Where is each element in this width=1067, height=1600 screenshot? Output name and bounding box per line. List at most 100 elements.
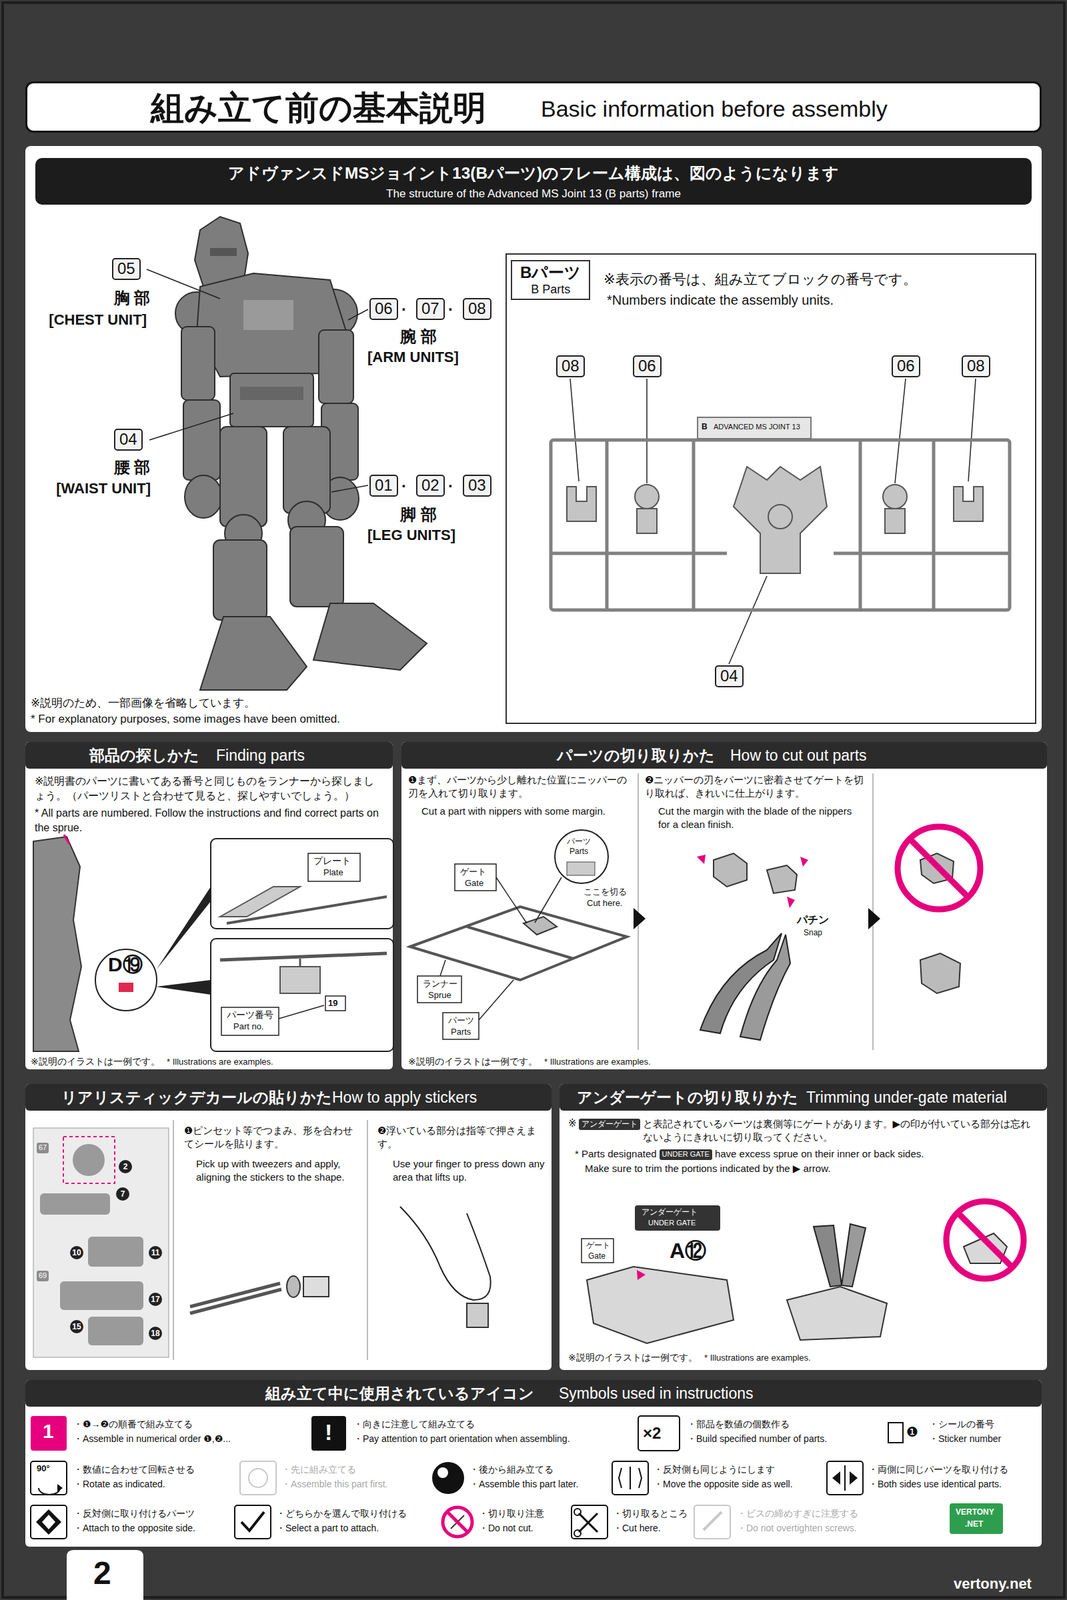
callout-number: 06 xyxy=(632,355,662,378)
watermark-logo: .NET xyxy=(964,1519,983,1530)
symbol-text: ・どちらかを選んで取り付ける xyxy=(276,1508,407,1521)
symbol-text: ・Assemble this part later. xyxy=(469,1479,579,1492)
sound-effect: パチン xyxy=(796,913,829,927)
callout-text: Cut here. xyxy=(586,898,623,909)
node-text: Bパーツ xyxy=(520,263,581,283)
step-text: ❷浮いている部分は指等で押さえます。 xyxy=(377,1124,548,1151)
callout-number: 02 xyxy=(416,474,445,497)
symbol-text: ・Rotate as indicated. xyxy=(73,1479,166,1492)
symbol-text: ・両側に同じパーツを取り付ける xyxy=(868,1464,1009,1477)
step-text: Cut a part with nippers with some margin… xyxy=(421,804,635,819)
symbol-text: ・反対側に取り付けるパーツ xyxy=(73,1508,195,1521)
under-gate-badge: アンダーゲート xyxy=(641,1207,698,1218)
callout-number: 08 xyxy=(961,355,991,378)
symbol-text: ・後から組み立てる xyxy=(469,1464,554,1477)
node-text: 04 xyxy=(119,430,138,450)
node-text: 組み立て前の基本説明 xyxy=(150,90,487,127)
callout-text: Sprue xyxy=(428,990,452,1001)
node-text: Trimming under-gate material xyxy=(806,1089,1007,1108)
sticker-number: 7 xyxy=(116,1187,130,1202)
unit-name: [CHEST UNIT] xyxy=(13,310,147,330)
note: * Illustrations are examples. xyxy=(544,1056,651,1068)
callout-text: パーツ xyxy=(448,1015,475,1027)
node-text: リアリスティックデカールの貼りかた xyxy=(61,1089,333,1108)
sticker-sheet-number: 69 xyxy=(36,1271,49,1282)
node-text: 06 xyxy=(638,356,657,377)
callout-number: 03 xyxy=(462,474,492,497)
callout-number: 06 xyxy=(891,355,921,378)
callout-text: ランナー xyxy=(422,978,458,990)
symbol-text: ・Assemble in numerical order ❶,❷... xyxy=(73,1433,231,1446)
node-text: How to cut out parts xyxy=(730,746,867,766)
part-number: 19 xyxy=(328,998,338,1009)
sticker-sheet-number: 67 xyxy=(36,1143,49,1154)
separator-dot: · xyxy=(448,299,454,320)
callout-number: 08 xyxy=(462,298,492,321)
symbol-text: ・Attach to the opposite side. xyxy=(73,1523,196,1536)
symbol-text: ・部品を数値の個数作る xyxy=(686,1419,790,1432)
unit-name: [LEG UNITS] xyxy=(367,526,456,545)
icon-mark: 90° xyxy=(36,1463,51,1475)
node-text: * All parts are numbered. Follow the ins… xyxy=(34,806,385,835)
under-gate-badge: アンダーゲート xyxy=(578,1119,641,1131)
note: と表記されているパーツは裏側等にゲートがあります。▶の印が付いている部分は忘れな… xyxy=(642,1117,1037,1144)
separator-dot: · xyxy=(401,476,407,497)
node-text: 組み立て中に使用されているアイコン xyxy=(265,1385,535,1404)
node-text: 07 xyxy=(421,299,440,319)
part-number: D⑲ xyxy=(108,952,143,978)
node-text: B Parts xyxy=(520,282,581,298)
callout-number: 01 xyxy=(369,474,399,497)
symbol-text: ・Do not overtighten screws. xyxy=(736,1523,857,1536)
note: * Parts designated xyxy=(574,1148,657,1162)
callout-text: Parts xyxy=(569,846,589,857)
note: ※説明のため、一部画像を省略しています。 xyxy=(30,696,256,711)
symbol-text: ・Build specified number of parts. xyxy=(686,1433,827,1446)
node-text: Finding parts xyxy=(216,746,305,766)
note: ※説明のイラストは一例です。 xyxy=(568,1352,698,1365)
title-box: 組み立て前の基本説明Basic information before assem… xyxy=(25,81,1042,133)
note: Make sure to trim the portions indicated… xyxy=(584,1163,831,1176)
icon-mark: 1 xyxy=(42,1419,55,1445)
unit-name: 腕 部 xyxy=(400,326,437,347)
note: ※説明のイラストは一例です。 xyxy=(30,1056,161,1069)
symbol-text: ・Both sides use identical parts. xyxy=(868,1479,1002,1492)
callout-text: ゲート xyxy=(586,1241,611,1252)
symbol-text: ・先に組み立てる xyxy=(281,1464,357,1477)
node-text: アンダーゲートの切り取りかた xyxy=(576,1089,799,1108)
symbol-text: ・Do not cut. xyxy=(478,1523,534,1536)
page-number: 2 xyxy=(93,1553,112,1594)
callout-number: 06 xyxy=(369,298,399,321)
node-text: 06 xyxy=(896,356,915,377)
callout-text: Gate xyxy=(588,1251,606,1262)
node-text: Symbols used in instructions xyxy=(558,1385,753,1404)
step-text: ❶まず、パーツから少し離れた位置にニッパーの刃を入れて切り取ります。 xyxy=(408,773,632,800)
panel-label: BパーツB Parts xyxy=(510,260,591,301)
sticker-number: 2 xyxy=(118,1160,133,1174)
symbol-text: ・切り取り注意 xyxy=(478,1508,545,1521)
note: ※ xyxy=(568,1117,577,1131)
unit-name: 脚 部 xyxy=(400,504,437,525)
symbol-text: ・Move the opposite side as well. xyxy=(653,1479,793,1492)
callout-text: Parts xyxy=(450,1026,471,1038)
under-gate-badge: UNDER GATE xyxy=(648,1219,696,1229)
unit-name: [WAIST UNIT] xyxy=(13,479,151,499)
section-panel: 組み立て中に使用されているアイコン Symbols used in instruc… xyxy=(25,1380,1042,1548)
sticker-number: 17 xyxy=(148,1293,163,1307)
node-text: パーツの切り取りかた xyxy=(556,746,715,766)
note: * For explanatory purposes, some images … xyxy=(30,712,341,727)
step-text: ❷ニッパーの刃をパーツに密着させてゲートを切り取れば、きれいに仕上がります。 xyxy=(644,773,867,800)
callout-text: Plate xyxy=(323,867,344,879)
separator-dot: · xyxy=(401,299,407,320)
symbol-text: ・ビスの締めすぎに注意する xyxy=(736,1508,859,1521)
node-text: *Numbers indicate the assembly units. xyxy=(606,292,834,309)
callout-number: 07 xyxy=(416,298,445,321)
node-text: 01 xyxy=(374,476,393,496)
node-text: 部品の探しかた xyxy=(89,746,200,766)
under-gate-badge: UNDER GATE xyxy=(659,1149,713,1161)
callout-number: 04 xyxy=(114,428,143,451)
symbol-text: ・Select a part to attach. xyxy=(276,1523,379,1536)
callout-text: ここを切る xyxy=(583,886,627,898)
symbol-text: ・❶→❷の順番で組み立てる xyxy=(73,1419,193,1432)
node-text: 06 xyxy=(374,299,393,319)
callout-text: Gate xyxy=(464,878,484,889)
